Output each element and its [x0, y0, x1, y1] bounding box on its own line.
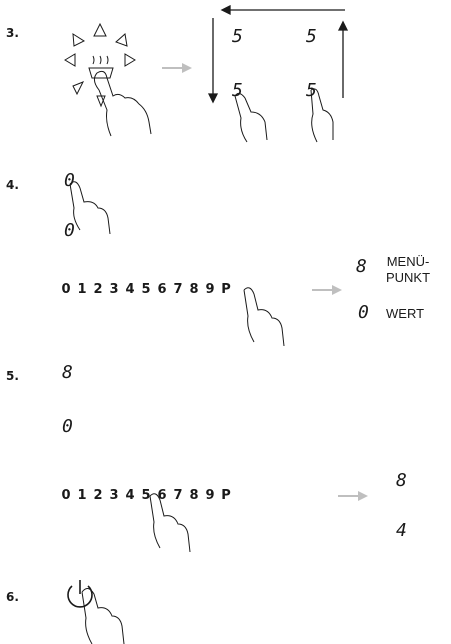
slider-digit: 1	[74, 282, 90, 297]
menu-label-line1: MENÜ-	[376, 254, 440, 270]
display-top: 8	[62, 362, 73, 383]
slider-digit: 1	[74, 488, 90, 503]
slider-digit: 3	[106, 282, 122, 297]
slider-digit: 6	[154, 282, 170, 297]
power-button-icon	[62, 578, 172, 644]
result-menu-digit: 8	[356, 256, 367, 277]
slider-digit: 3	[106, 488, 122, 503]
rotation-arrows-icon	[205, 0, 355, 150]
slider-digit: P	[218, 282, 234, 297]
display-top-right: 5	[306, 26, 317, 47]
value-label: WERT	[386, 306, 424, 322]
slider-digit: 4	[122, 488, 138, 503]
slider-digit: 9	[202, 282, 218, 297]
slider-digit: 5	[138, 282, 154, 297]
slider-digit: 2	[90, 282, 106, 297]
gray-arrow-right-icon	[310, 282, 346, 298]
result-top-digit: 8	[396, 470, 407, 491]
slider-digit: 0	[58, 282, 74, 297]
step-number-5: 5.	[6, 369, 19, 383]
result-value-digit: 0	[358, 302, 369, 323]
display-bottom-right: 5	[306, 80, 317, 101]
hand-icon	[146, 490, 206, 554]
slider-digit: 7	[170, 282, 186, 297]
step-number-4: 4.	[6, 178, 19, 192]
gray-arrow-right-icon	[336, 488, 372, 504]
slider-digit: 4	[122, 282, 138, 297]
hand-icon	[64, 178, 124, 238]
slider-digit: P	[218, 488, 234, 503]
step-number-6: 6.	[6, 590, 19, 604]
gray-arrow-right-icon	[160, 60, 196, 76]
slider-digit: 8	[186, 282, 202, 297]
display-top-left: 5	[232, 26, 243, 47]
menu-label-line2: PUNKT	[376, 270, 440, 286]
menu-label: MENÜ- PUNKT	[376, 254, 440, 286]
result-bottom-digit: 4	[396, 520, 407, 541]
step-number-3: 3.	[6, 26, 19, 40]
slider-digit: 2	[90, 488, 106, 503]
slider-digit: 0	[58, 488, 74, 503]
hand-icon	[240, 284, 300, 348]
display-bottom: 0	[62, 416, 73, 437]
display-bottom-left: 5	[232, 80, 243, 101]
heat-sensor-icon	[55, 18, 175, 138]
